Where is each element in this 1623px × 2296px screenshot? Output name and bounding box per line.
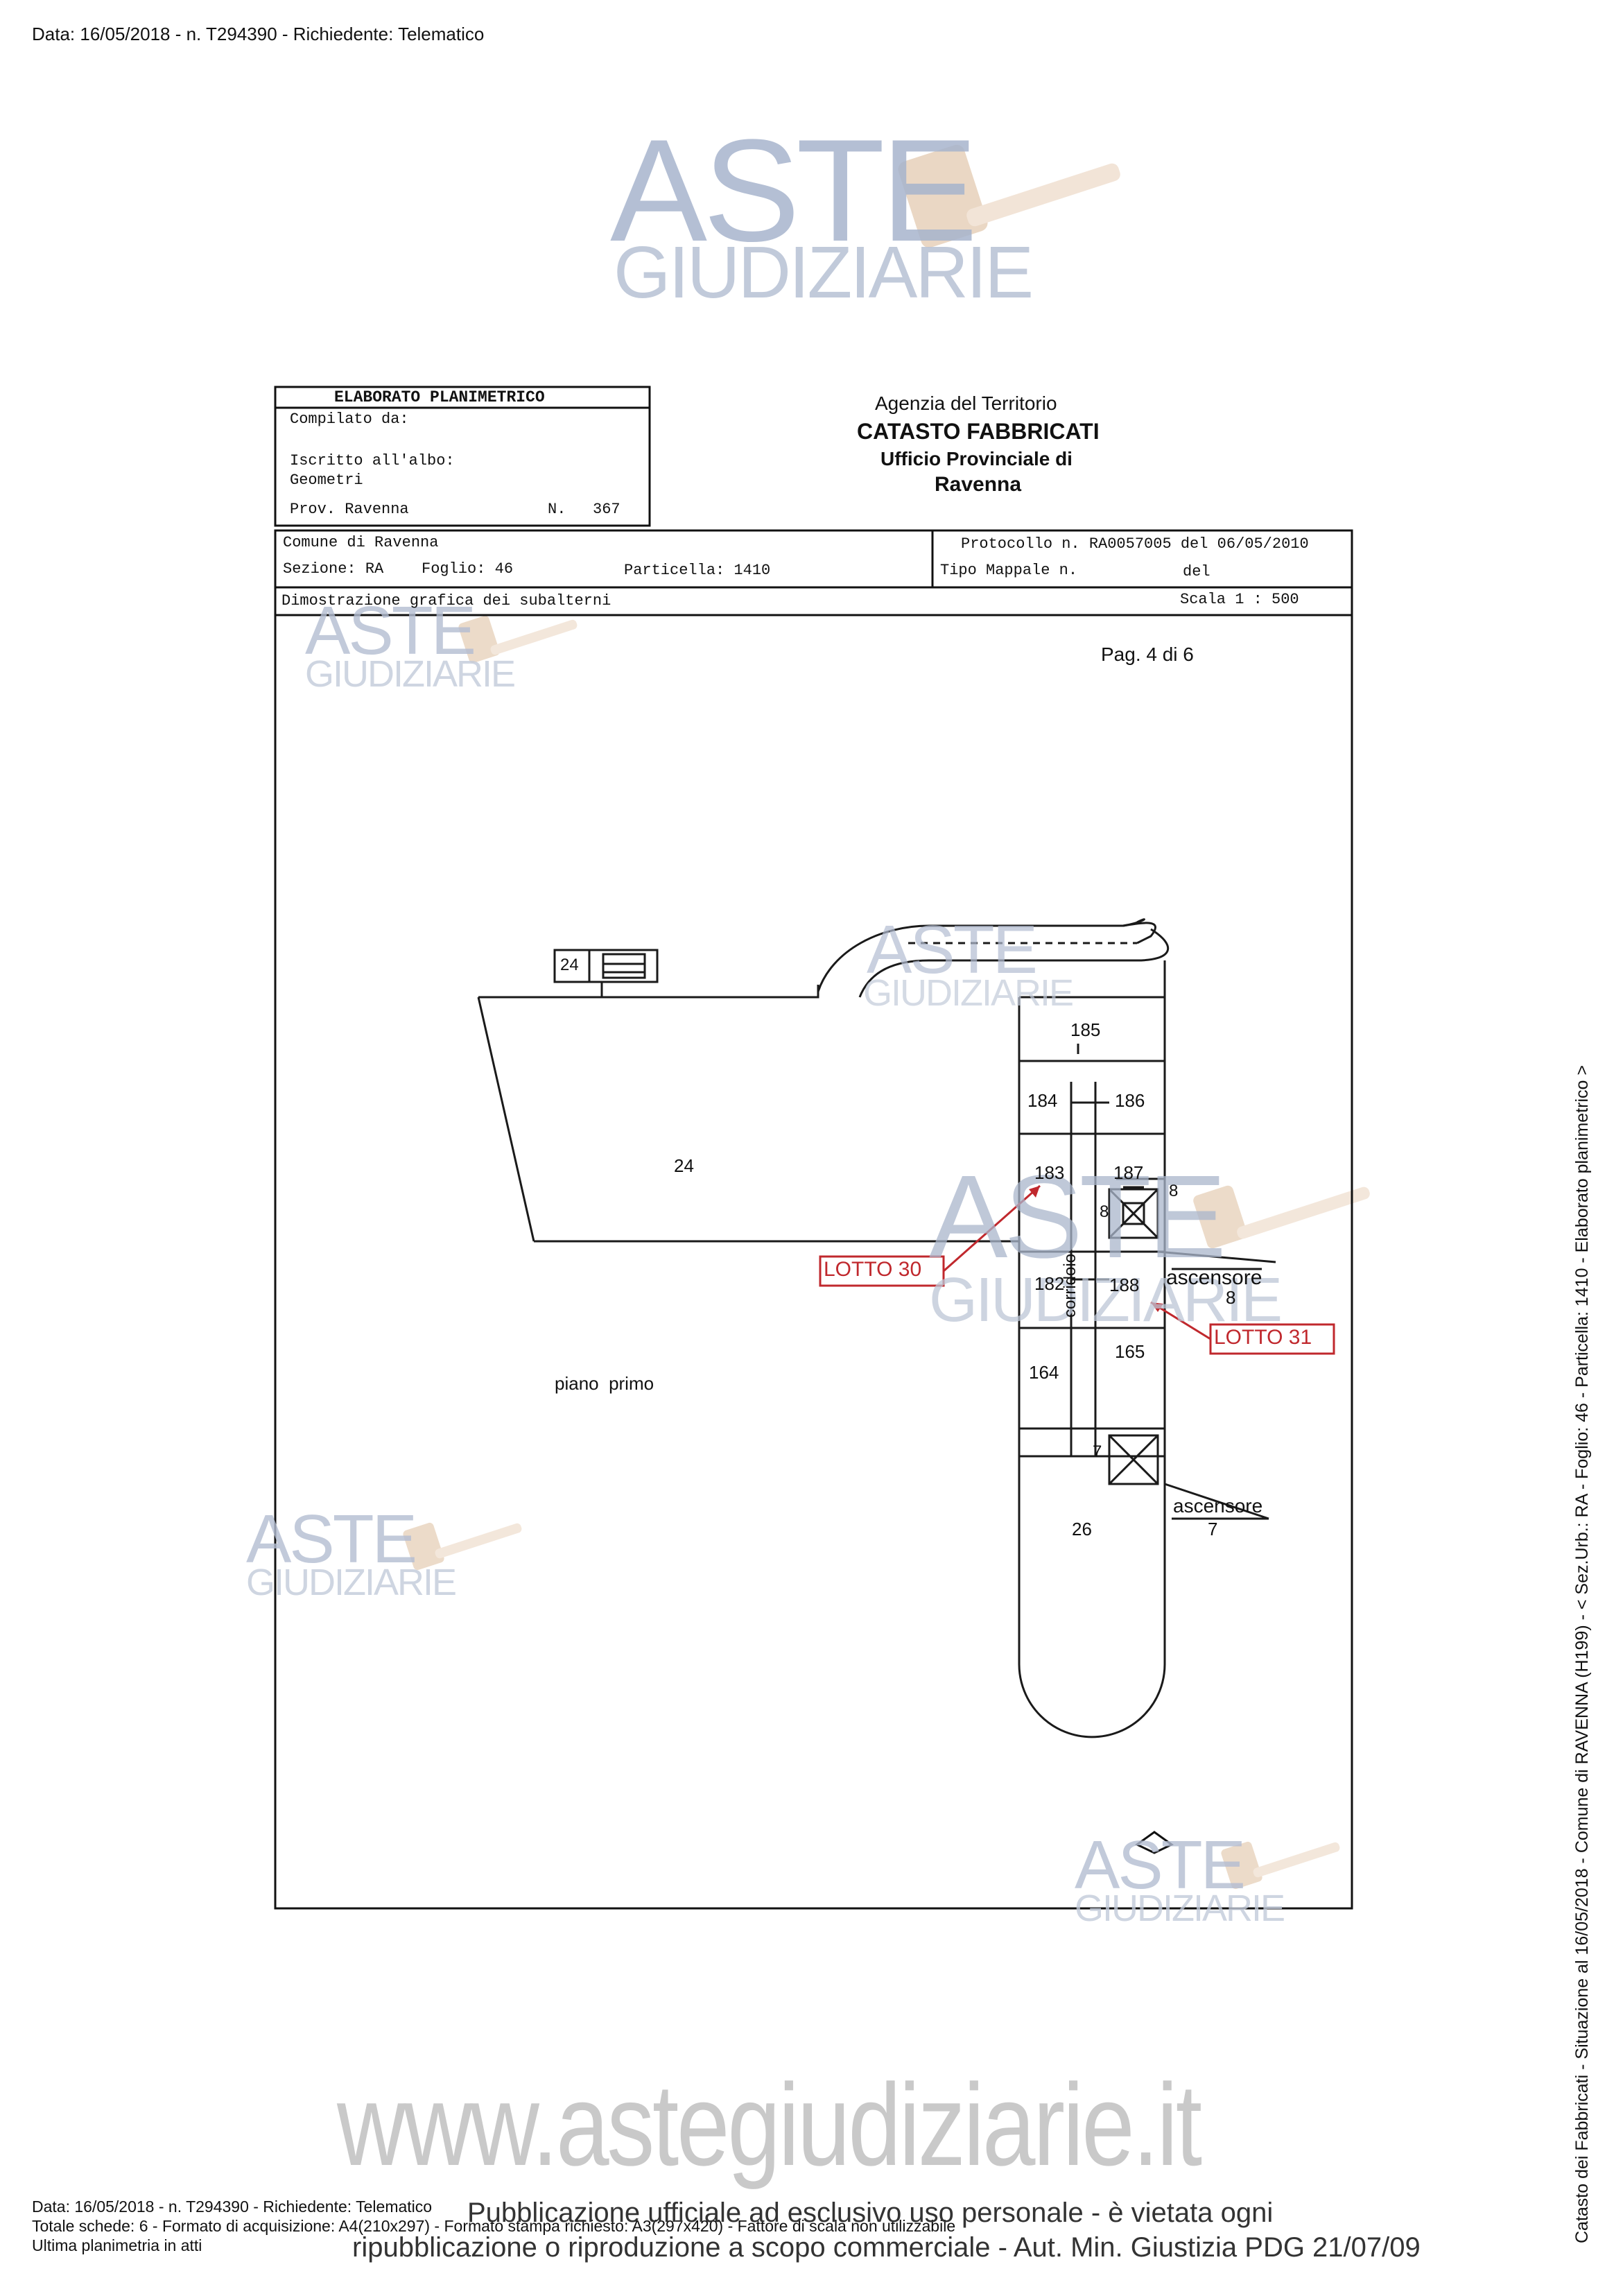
watermark-gavel-icon: [403, 1522, 522, 1571]
corridoio-label: corridoio: [1061, 1253, 1079, 1318]
watermark-giudiziarie: GIUDIZIARIE: [246, 1562, 457, 1603]
plan-lines: [477, 918, 1276, 1738]
comune-value: Comune di Ravenna: [283, 534, 439, 551]
unit-label: 187: [1113, 1162, 1144, 1183]
lotto-callouts: [819, 1184, 1335, 1355]
watermark-giudiziarie: GIUDIZIARIE: [1075, 1888, 1285, 1929]
footer-ultima-line: Ultima planimetria in atti: [32, 2236, 202, 2254]
footer-ripubblicazione-note: ripubblicazione o riproduzione a scopo c…: [352, 2232, 1421, 2263]
elaborato-title: ELABORATO PLANIMETRICO: [334, 388, 545, 406]
footer-pubblicazione-note: Pubblicazione ufficiale ad esclusivo uso…: [467, 2198, 1274, 2228]
scala-value: Scala 1 : 500: [1180, 591, 1299, 608]
unit-label: 7: [1093, 1442, 1102, 1461]
ascensore-label: ascensore: [1166, 1266, 1262, 1289]
watermark-aste: ASTE: [305, 592, 476, 668]
watermark-aste: ASTE: [246, 1501, 417, 1577]
unit-label: 165: [1115, 1341, 1145, 1362]
watermark-aste: ASTE: [610, 109, 978, 272]
watermark-gavel-icon: [1221, 1841, 1340, 1890]
floor-label: piano primo: [555, 1373, 654, 1394]
del-label: del: [1183, 563, 1210, 580]
watermark-aste: ASTE: [1075, 1827, 1246, 1903]
unit-label: 183: [1034, 1162, 1065, 1183]
unit-label: 24: [674, 1155, 694, 1176]
watermark-gavel-icon: [458, 615, 578, 664]
citta-label: Ravenna: [935, 473, 1022, 496]
website-watermark: www.astegiudiziarie.it: [337, 2060, 1202, 2190]
ufficio-label: Ufficio Provinciale di: [880, 448, 1073, 469]
unit-label: 8: [1226, 1287, 1236, 1308]
watermark-giudiziarie: GIUDIZIARIE: [305, 653, 516, 695]
tipo-mappale-label: Tipo Mappale n.: [940, 562, 1078, 579]
unit-label: 26: [1072, 1519, 1092, 1539]
unit-label: 8: [1169, 1182, 1179, 1200]
dimostrazione-label: Dimostrazione grafica dei subalterni: [281, 592, 611, 610]
unit-label: 186: [1115, 1090, 1145, 1111]
ascensore-label: ascensore: [1173, 1495, 1263, 1517]
lotto-30-label: LOTTO 30: [824, 1258, 922, 1281]
catasto-label: CATASTO FABBRICATI: [857, 419, 1100, 444]
lotto-31-label: LOTTO 31: [1214, 1326, 1312, 1349]
watermark-gavel-icon: [1193, 1185, 1370, 1249]
n-label: N.: [548, 501, 566, 518]
watermark-giudiziarie: GIUDIZIARIE: [614, 232, 1034, 313]
watermark-gavel-icon: [898, 144, 1120, 248]
particella-value: Particella: 1410: [624, 562, 771, 579]
foglio-value: Foglio: 46: [422, 560, 514, 578]
watermark-giudiziarie: GIUDIZIARIE: [863, 972, 1074, 1014]
unit-label: 185: [1070, 1019, 1101, 1040]
watermark-aste: ASTE: [867, 911, 1038, 987]
unit-label: 184: [1027, 1090, 1058, 1111]
watermark-aste: ASTE: [929, 1151, 1226, 1283]
document-header: Data: 16/05/2018 - n. T294390 - Richiede…: [32, 24, 485, 44]
agenzia-label: Agenzia del Territorio: [875, 392, 1057, 414]
prov-value: Prov. Ravenna: [290, 501, 409, 518]
page-number: Pag. 4 di 6: [1101, 644, 1194, 665]
iscritto-label: Iscritto all'albo:: [290, 452, 455, 469]
unit-label: 164: [1029, 1362, 1059, 1383]
albo-value: Geometri: [290, 472, 363, 489]
compilato-label: Compilato da:: [290, 411, 409, 428]
north-arrow-icon: [1135, 1831, 1174, 1854]
protocollo-value: Protocollo n. RA0057005 del 06/05/2010: [961, 535, 1309, 553]
footer-schede-line: Totale schede: 6 - Formato di acquisizio…: [32, 2217, 956, 2235]
side-catasto-text: Catasto dei Fabbricati - Situazione al 1…: [1572, 1065, 1592, 2243]
title-block: [274, 386, 1353, 1910]
unit-label: 182: [1034, 1273, 1065, 1294]
watermark-giudiziarie: GIUDIZIARIE: [929, 1266, 1283, 1335]
n-value: 367: [593, 501, 620, 518]
unit-label: 24: [560, 956, 579, 974]
unit-label: 8: [1100, 1202, 1109, 1221]
footer-date-line: Data: 16/05/2018 - n. T294390 - Richiede…: [32, 2198, 433, 2216]
unit-label: 188: [1109, 1275, 1140, 1295]
unit-label: 7: [1208, 1519, 1218, 1539]
sezione-value: Sezione: RA: [283, 560, 384, 578]
